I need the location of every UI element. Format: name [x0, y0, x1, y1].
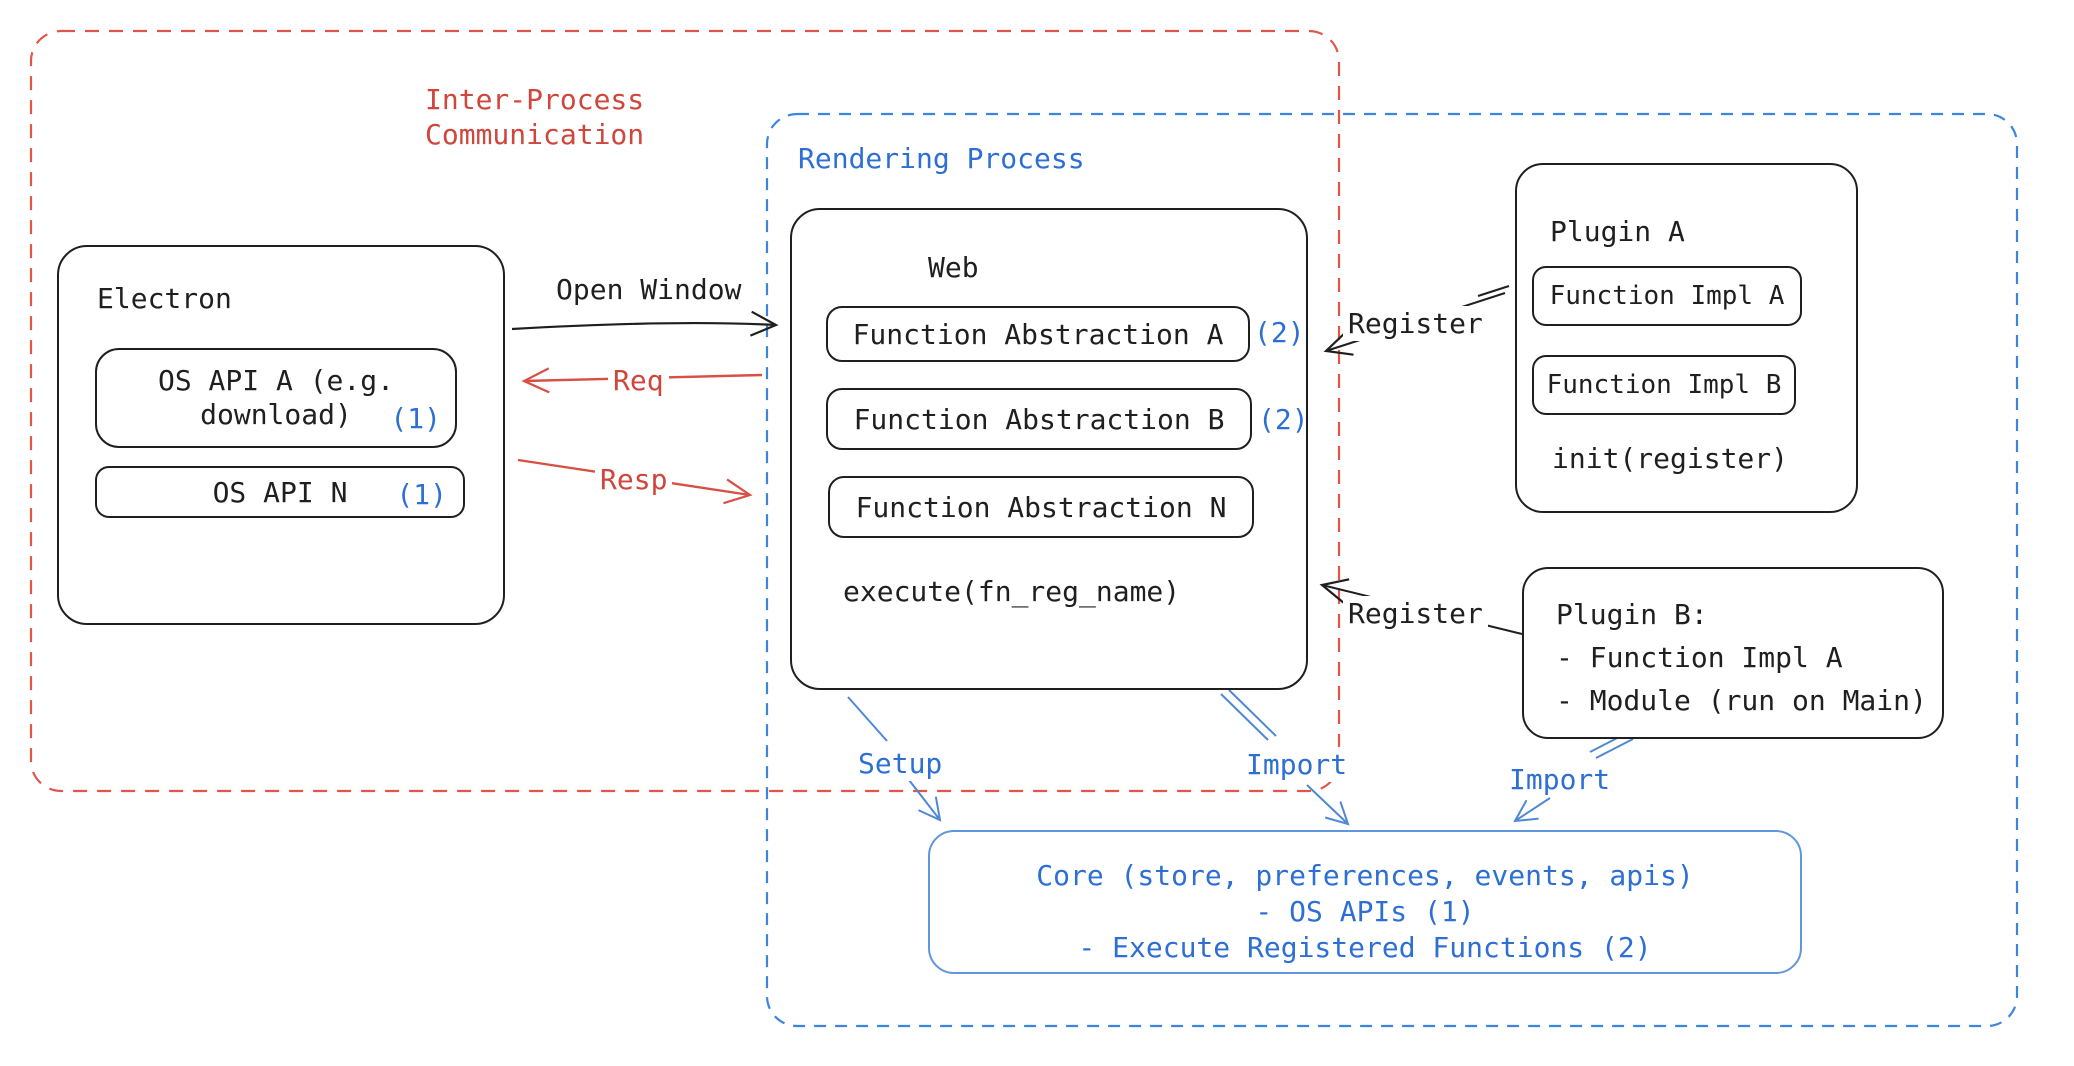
function-abstraction-n-box: Function Abstraction N [828, 476, 1254, 538]
register-b-label: Register [1343, 596, 1488, 631]
function-abstraction-b-box: Function Abstraction B [826, 388, 1252, 450]
setup-arrow-tail [847, 696, 888, 742]
function-abstraction-a-box: Function Abstraction A [826, 306, 1250, 362]
execute-label: execute(fn_reg_name) [843, 575, 1181, 608]
import-plugin-arrow-head [1513, 797, 1551, 823]
function-abstraction-b-badge: (2) [1258, 403, 1309, 436]
import-web-label: Import [1241, 747, 1353, 782]
plugin-b-line-2: - Module (run on Main) [1556, 684, 1927, 717]
register-a-arrow-tail [1477, 285, 1510, 297]
req-label: Req [608, 363, 669, 398]
plugin-b-title: Plugin B: [1556, 598, 1708, 631]
register-a-label: Register [1343, 306, 1488, 341]
os-api-a-label: OS API A (e.g. download) [157, 364, 394, 431]
open-window-arrow [511, 310, 779, 337]
os-api-n-box: OS API N (1) [95, 466, 465, 518]
init-register-label: init(register) [1552, 442, 1789, 475]
import-web-arrow-tail2 [1228, 689, 1277, 737]
plugin-a-title: Plugin A [1550, 215, 1685, 248]
core-line-2: - OS APIs (1) [1255, 895, 1475, 928]
core-box: Core (store, preferences, events, apis) … [928, 830, 1802, 974]
function-impl-a-box: Function Impl A [1532, 266, 1802, 326]
core-line-3: - Execute Registered Functions (2) [1078, 931, 1652, 964]
function-impl-a-label: Function Impl A [1549, 281, 1785, 311]
function-abstraction-a-badge: (2) [1254, 316, 1305, 349]
import-web-arrow-tail [1220, 693, 1269, 741]
os-api-a-badge: (1) [390, 402, 441, 435]
setup-label: Setup [853, 746, 948, 781]
os-api-n-badge: (1) [396, 478, 447, 511]
import-plugin-label: Import [1504, 762, 1616, 797]
plugin-b-line-1: - Function Impl A [1556, 641, 1843, 674]
os-api-n-label: OS API N [212, 475, 348, 509]
ipc-label: Inter-Process Communication [425, 83, 645, 151]
plugin-b-box: Plugin B: - Function Impl A - Module (ru… [1522, 567, 1944, 739]
electron-title: Electron [97, 282, 232, 315]
web-title: Web [928, 251, 979, 284]
setup-arrow-head [908, 779, 942, 822]
open-window-label: Open Window [556, 273, 742, 306]
plugin-a-box [1515, 163, 1858, 513]
core-line-1: Core (store, preferences, events, apis) [1036, 859, 1694, 892]
function-impl-b-label: Function Impl B [1546, 370, 1782, 400]
resp-label: Resp [595, 462, 673, 497]
import-plugin-arrow-tail2 [1595, 738, 1634, 759]
function-abstraction-n-label: Function Abstraction N [855, 490, 1227, 524]
function-abstraction-a-label: Function Abstraction A [852, 317, 1224, 351]
function-impl-b-box: Function Impl B [1532, 355, 1796, 415]
import-web-arrow-head [1306, 784, 1350, 826]
os-api-a-box: OS API A (e.g. download) (1) [95, 348, 457, 448]
rendering-process-label: Rendering Process [798, 142, 1085, 175]
function-abstraction-b-label: Function Abstraction B [853, 402, 1225, 436]
